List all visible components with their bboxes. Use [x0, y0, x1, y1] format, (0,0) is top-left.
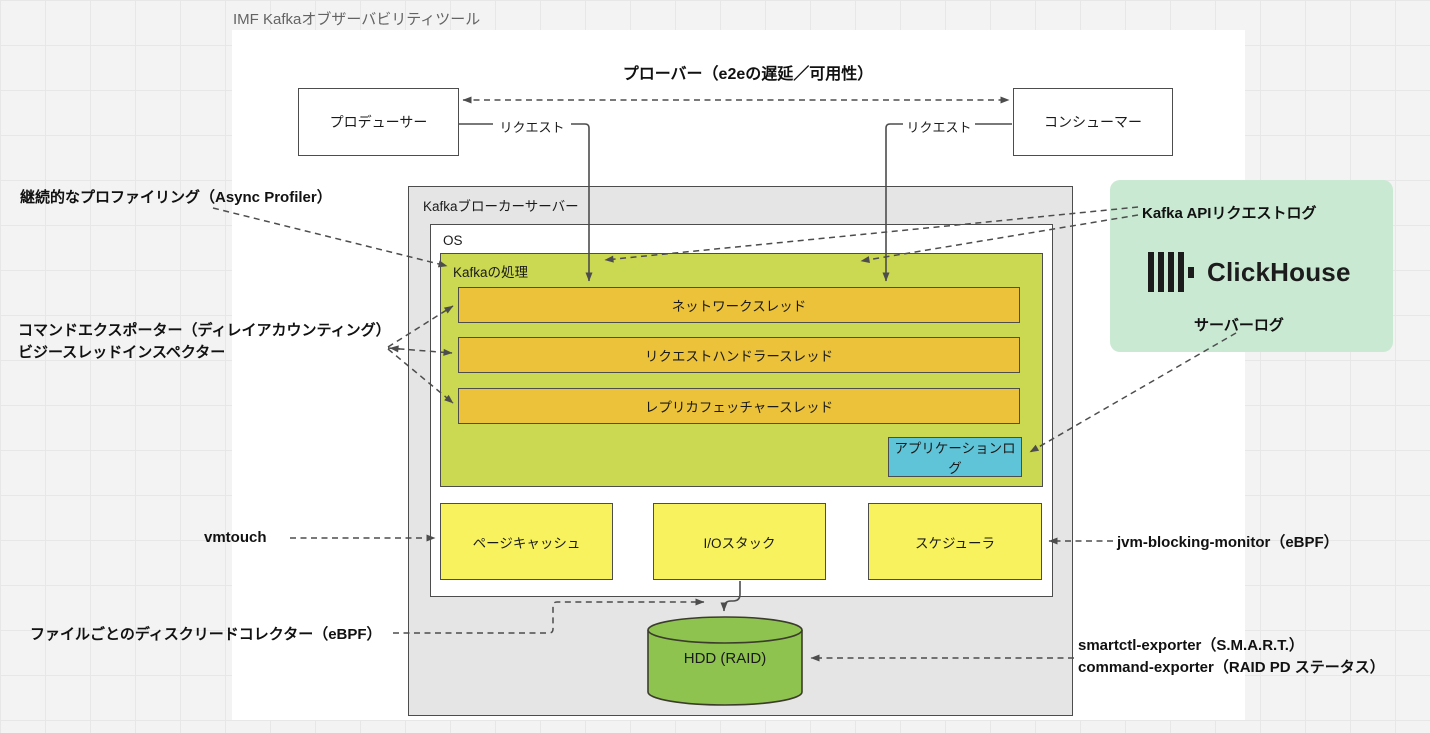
request-label-left: リクエスト [499, 120, 565, 135]
page-cache-node: ページキャッシュ [440, 503, 613, 580]
annotation-vmtouch: vmtouch [204, 529, 267, 546]
page-cache-label: ページキャッシュ [472, 535, 581, 551]
annotation-smartctl-exporter: smartctl-exporter（S.M.A.R.T.） [1078, 637, 1304, 654]
clickhouse-bars-icon [1148, 252, 1194, 292]
hdd-cylinder [647, 616, 803, 706]
kafka-api-log-arrow-right [860, 214, 1139, 264]
io-to-hdd-arrow [720, 581, 741, 612]
clickhouse-logo: ClickHouse [1148, 252, 1351, 292]
network-thread-node: ネットワークスレッド [458, 287, 1020, 323]
profiling-arrow [212, 207, 448, 268]
disk-read-collector-arrow [393, 598, 705, 634]
replica-fetcher-thread-node: レプリカフェッチャースレッド [458, 388, 1020, 424]
annotation-busy-thread-inspector: ビジースレッドインスペクター [18, 344, 226, 361]
replica-fetcher-thread-label: レプリカフェッチャースレッド [644, 400, 834, 415]
exporter-arrow-replica [387, 348, 454, 404]
server-log-arrow [1029, 332, 1237, 453]
request-handler-thread-label: リクエストハンドラースレッド [644, 349, 834, 364]
producer-label: プロデューサー [329, 114, 428, 130]
prober-label: プローバー（e2eの遅延／可用性） [622, 66, 874, 83]
annotation-command-exporter-raid: command-exporter（RAID PD ステータス） [1078, 659, 1385, 676]
kafka-process-label: Kafkaの処理 [453, 265, 529, 280]
application-log-node: アプリケーションログ [888, 437, 1022, 477]
annotation-profiling: 継続的なプロファイリング（Async Profiler） [20, 189, 332, 206]
annotation-jvm-blocking-monitor: jvm-blocking-monitor（eBPF） [1117, 534, 1339, 551]
annotation-kafka-api-log: Kafka APIリクエストログ [1142, 205, 1317, 222]
scheduler-node: スケジューラ [868, 503, 1042, 580]
annotation-command-exporter: コマンドエクスポーター（ディレイアカウンティング） [18, 322, 391, 339]
os-label: OS [443, 233, 463, 248]
io-stack-node: I/Oスタック [653, 503, 826, 580]
exporter-arrow-back [389, 345, 401, 353]
clickhouse-panel [1110, 180, 1393, 352]
request-handler-thread-node: リクエストハンドラースレッド [458, 337, 1020, 373]
network-thread-label: ネットワークスレッド [671, 299, 807, 314]
hdd-label: HDD (RAID) [683, 650, 767, 667]
request-line-left-b [571, 123, 593, 282]
annotation-disk-read-collector: ファイルごとのディスクリードコレクター（eBPF） [30, 626, 382, 643]
annotation-command-exporter-block: コマンドエクスポーター（ディレイアカウンティング） ビジースレッドインスペクター [18, 320, 391, 364]
exporter-arrow-net [387, 305, 454, 348]
consumer-node: コンシューマー [1013, 88, 1173, 156]
kafka-api-log-arrow-left [604, 206, 1139, 263]
request-line-right-b [882, 123, 903, 282]
page-title: IMF Kafkaオブザーバビリティツール [233, 11, 481, 28]
annotation-server-log: サーバーログ [1194, 317, 1284, 334]
producer-node: プロデューサー [298, 88, 459, 156]
consumer-label: コンシューマー [1044, 114, 1142, 130]
annotation-exporter-block: smartctl-exporter（S.M.A.R.T.） command-ex… [1078, 635, 1385, 679]
broker-label: Kafkaブローカーサーバー [423, 199, 579, 214]
application-log-label: アプリケーションログ [894, 441, 1016, 476]
request-label-right: リクエスト [906, 120, 972, 135]
io-stack-label: I/Oスタック [703, 535, 776, 551]
clickhouse-wordmark: ClickHouse [1207, 256, 1351, 287]
scheduler-label: スケジューラ [914, 535, 996, 551]
